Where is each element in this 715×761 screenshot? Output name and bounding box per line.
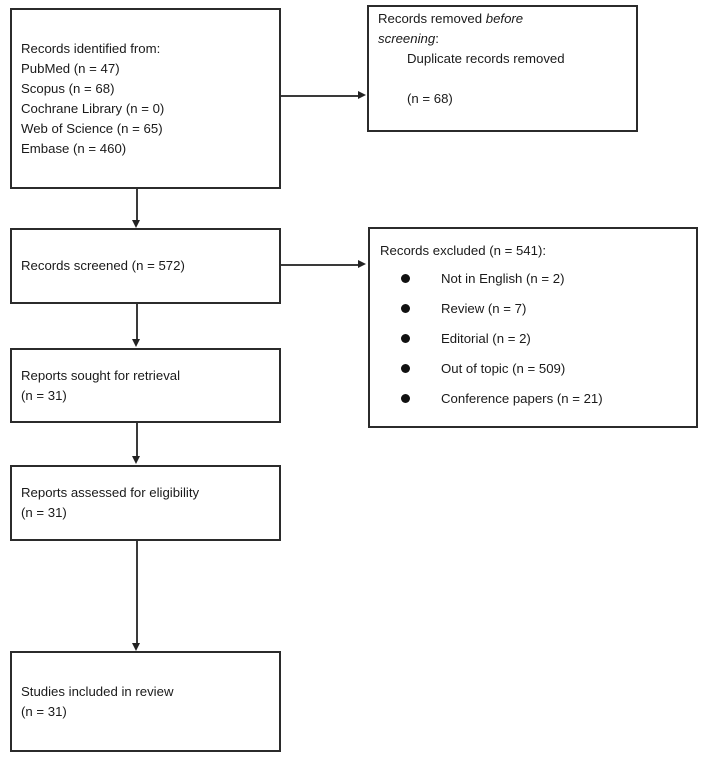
exclusion-reason-label: Editorial (n = 2) — [441, 330, 531, 346]
box-records-excluded: Records excluded (n = 541): Not in Engli… — [368, 227, 698, 428]
records-screened-text: Records screened (n = 572) — [21, 258, 185, 273]
records-removed-text: Records removed before screening: Duplica… — [369, 9, 636, 129]
exclusion-reason-label: Conference papers (n = 21) — [441, 390, 603, 406]
list-item: Out of topic (n = 509) — [370, 353, 696, 383]
studies-included-text: Studies included in review (n = 31) — [21, 683, 174, 719]
records-removed-line1-italic: before — [485, 10, 524, 26]
connector-sought-to-assessed — [136, 423, 138, 457]
exclusion-reason-label: Not in English (n = 2) — [441, 270, 565, 286]
records-removed-line2-italic: screening — [378, 30, 436, 46]
connector-screened-to-sought — [136, 304, 138, 340]
list-item: Not in English (n = 2) — [370, 263, 696, 293]
box-records-removed: Records removed before screening: Duplica… — [367, 5, 638, 132]
records-identified-text: Records identified from: PubMed (n = 47)… — [21, 40, 165, 156]
box-records-identified: Records identified from: PubMed (n = 47)… — [10, 8, 281, 189]
box-reports-assessed: Reports assessed for eligibility (n = 31… — [10, 465, 281, 541]
arrowhead-right-icon — [358, 260, 366, 268]
records-excluded-reason-list: Not in English (n = 2) Review (n = 7) Ed… — [370, 263, 696, 413]
arrowhead-down-icon — [132, 643, 140, 651]
arrowhead-down-icon — [132, 220, 140, 228]
list-item: Conference papers (n = 21) — [370, 383, 696, 413]
box-studies-included: Studies included in review (n = 31) — [10, 651, 281, 752]
bullet-icon — [401, 303, 410, 313]
duplicate-records-removed-count: (n = 68) — [407, 90, 453, 106]
arrowhead-right-icon — [358, 91, 366, 99]
bullet-icon — [401, 273, 410, 283]
records-removed-line1-plain: Records removed — [378, 10, 486, 26]
arrowhead-down-icon — [132, 456, 140, 464]
bullet-icon — [401, 393, 410, 403]
reports-sought-text: Reports sought for retrieval (n = 31) — [21, 367, 181, 403]
duplicate-records-removed-label: Duplicate records removed — [407, 50, 565, 66]
list-item: Editorial (n = 2) — [370, 323, 696, 353]
connector-identified-to-removed — [281, 95, 361, 97]
bullet-icon — [401, 333, 410, 343]
box-reports-sought: Reports sought for retrieval (n = 31) — [10, 348, 281, 423]
exclusion-reason-label: Out of topic (n = 509) — [441, 360, 566, 376]
list-item: Review (n = 7) — [370, 293, 696, 323]
exclusion-reason-label: Review (n = 7) — [441, 300, 527, 316]
connector-screened-to-excluded — [281, 264, 361, 266]
reports-assessed-text: Reports assessed for eligibility (n = 31… — [21, 485, 200, 520]
connector-identified-to-screened — [136, 189, 138, 222]
records-removed-line2-plain: : — [435, 30, 439, 46]
box-records-screened: Records screened (n = 572) — [10, 228, 281, 304]
arrowhead-down-icon — [132, 339, 140, 347]
bullet-icon — [401, 363, 410, 373]
records-excluded-title: Records excluded (n = 541): — [380, 243, 547, 258]
connector-assessed-to-included — [136, 541, 138, 644]
